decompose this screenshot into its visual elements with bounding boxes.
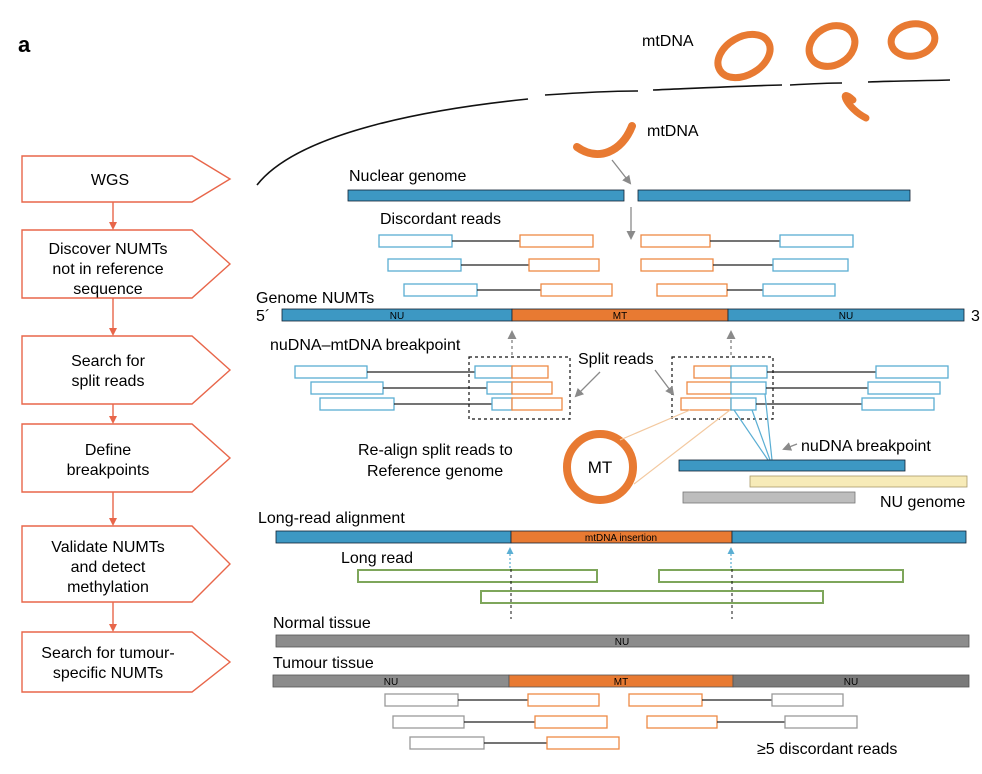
step-label: WGS bbox=[91, 172, 129, 189]
normal-tissue-label: Normal tissue bbox=[273, 615, 371, 632]
three-prime-label: 3 bbox=[971, 308, 980, 325]
discordant-read-pair bbox=[409, 736, 620, 750]
step-label: split reads bbox=[72, 373, 145, 390]
chromosome-arc bbox=[256, 79, 951, 186]
pipeline-step-define-breakpoints: Define breakpoints bbox=[21, 423, 232, 493]
step-label: and detect bbox=[71, 559, 146, 576]
discordant-read-pair bbox=[628, 693, 844, 707]
realign-guides-nu bbox=[733, 393, 773, 461]
split-read bbox=[319, 397, 563, 411]
nu-genome-alignment bbox=[678, 459, 968, 504]
nu-segment-label: NU bbox=[844, 677, 858, 688]
breakpoint-box bbox=[468, 356, 571, 420]
step-label: methylation bbox=[67, 579, 149, 596]
discordant-read-pair bbox=[384, 693, 600, 707]
genome-numt-bar: NU MT NU bbox=[281, 308, 965, 322]
five-prime-label: 5´ bbox=[256, 308, 270, 325]
discordant-read-pair bbox=[387, 258, 600, 272]
long-read-box bbox=[480, 590, 824, 604]
insertion-arrow bbox=[611, 159, 632, 185]
mtdna-circles bbox=[714, 20, 939, 122]
step-label: specific NUMTs bbox=[53, 665, 163, 682]
step-label: Define bbox=[85, 442, 131, 459]
breakpoint-label: nuDNA–mtDNA breakpoint bbox=[270, 337, 461, 354]
long-read-alignment-label: Long-read alignment bbox=[258, 510, 405, 527]
nu-segment-label: NU bbox=[615, 637, 629, 648]
long-read-alignment-bar: mtDNA insertion bbox=[275, 530, 967, 544]
split-reads-pointers bbox=[574, 369, 675, 398]
step-label: sequence bbox=[73, 281, 142, 298]
long-read-breakpoint-arrows bbox=[506, 547, 735, 568]
tumour-tissue-label: Tumour tissue bbox=[273, 655, 374, 672]
mtdna-fragment bbox=[573, 122, 636, 158]
pipeline-step-discover-numts: Discover NUMTs not in reference sequence bbox=[21, 229, 232, 299]
split-reads-label: Split reads bbox=[578, 351, 654, 368]
discordant-read-pair bbox=[640, 234, 854, 248]
pipeline-step-wgs: WGS bbox=[21, 155, 232, 203]
long-reads bbox=[357, 569, 904, 604]
split-read bbox=[310, 381, 553, 395]
long-read-box bbox=[357, 569, 598, 583]
step-label: Discover NUMTs bbox=[48, 241, 167, 258]
split-read bbox=[693, 365, 949, 379]
discordant-read-pair bbox=[403, 283, 613, 297]
mtdna-insertion-label: mtDNA insertion bbox=[585, 533, 657, 544]
discordant-reads-label: Discordant reads bbox=[380, 211, 501, 228]
discordant-read-pair bbox=[392, 715, 608, 729]
step-label: Search for tumour- bbox=[41, 645, 174, 662]
split-reads-left bbox=[294, 356, 571, 420]
pipeline-steps: WGS Discover NUMTs not in reference sequ… bbox=[21, 155, 232, 693]
step-label: breakpoints bbox=[67, 462, 150, 479]
discordant-read-pair bbox=[640, 258, 849, 272]
breakpoint-up-arrows bbox=[507, 330, 736, 355]
mt-circle-label: MT bbox=[588, 458, 613, 477]
breakpoint-guides bbox=[510, 569, 733, 619]
realign-guides-mt bbox=[619, 409, 731, 485]
nu-segment-label: NU bbox=[839, 311, 853, 322]
nudna-breakpoint-label: nuDNA breakpoint bbox=[801, 438, 931, 455]
realign-label-line2: Reference genome bbox=[367, 463, 503, 480]
mt-circle: MT bbox=[563, 430, 637, 504]
normal-tissue-bar: NU bbox=[275, 634, 970, 648]
nuclear-genome-right bbox=[637, 189, 911, 202]
nudna-breakpoint-arrow bbox=[782, 442, 798, 451]
mtdna-fragment-label: mtDNA bbox=[647, 123, 699, 140]
pipeline-step-validate-numts: Validate NUMTs and detect methylation bbox=[21, 525, 231, 603]
discordant-read-pair bbox=[656, 283, 836, 297]
mt-segment-label: MT bbox=[613, 311, 627, 322]
mt-segment-label: MT bbox=[614, 677, 628, 688]
discordant-count-label: ≥5 discordant reads bbox=[757, 741, 897, 758]
split-read bbox=[680, 397, 935, 411]
split-reads-right bbox=[671, 356, 949, 420]
long-read-box bbox=[658, 569, 904, 583]
step-label: Validate NUMTs bbox=[51, 539, 165, 556]
genome-numts-label: Genome NUMTs bbox=[256, 290, 374, 307]
mtdna-top-label: mtDNA bbox=[642, 33, 694, 50]
pipeline-step-split-reads: Search for split reads bbox=[21, 335, 232, 405]
split-read bbox=[686, 381, 941, 395]
nu-genome-label: NU genome bbox=[880, 494, 965, 511]
nu-segment-label: NU bbox=[390, 311, 404, 322]
panel-label: a bbox=[18, 32, 31, 57]
nuclear-genome-label: Nuclear genome bbox=[349, 168, 467, 185]
discordant-read-pair bbox=[646, 715, 858, 729]
pipeline-step-tumour-numts: Search for tumour- specific NUMTs bbox=[21, 631, 232, 693]
discordant-read-pair bbox=[378, 234, 594, 248]
discordant-reads-group bbox=[378, 234, 854, 297]
realign-label-line1: Re-align split reads to bbox=[358, 442, 513, 459]
long-read-label: Long read bbox=[341, 550, 413, 567]
tumour-discordant-reads bbox=[384, 693, 858, 750]
step-label: not in reference bbox=[52, 261, 163, 278]
tumour-tissue-bar: NU MT NU bbox=[272, 674, 970, 688]
step-label: Search for bbox=[71, 353, 145, 370]
split-read bbox=[294, 365, 549, 379]
nuclear-genome-left bbox=[347, 189, 625, 202]
nu-segment-label: NU bbox=[384, 677, 398, 688]
